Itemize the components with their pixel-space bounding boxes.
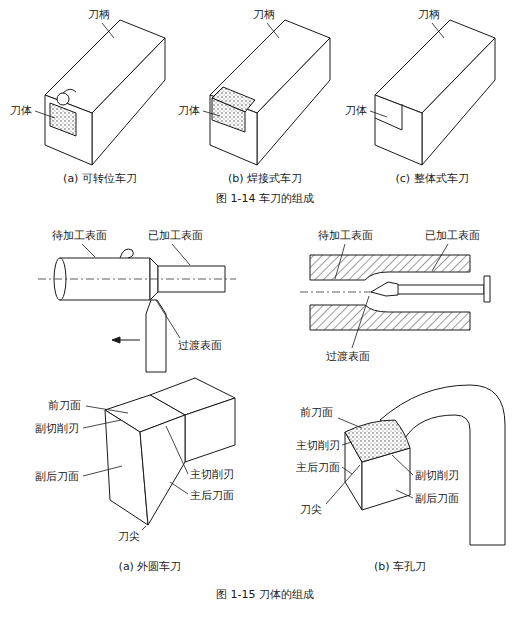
- turned-workpiece: [38, 249, 236, 372]
- solid-tool: [375, 20, 495, 165]
- part-label: 副后刀面: [415, 492, 459, 505]
- subfigure-caption: (c) 整体式车刀: [395, 172, 468, 185]
- part-label: 刀体: [10, 104, 32, 117]
- part-label: 副切削刃: [35, 422, 79, 435]
- surface-label: 已加工表面: [148, 229, 203, 242]
- part-label: 主后刀面: [296, 461, 340, 474]
- part-label: 刀柄: [418, 8, 440, 21]
- leader-lines: [35, 23, 448, 530]
- part-label: 刀柄: [88, 8, 110, 21]
- part-label: 刀尖: [118, 530, 140, 543]
- part-label: 主切削刃: [190, 468, 234, 481]
- part-label: 主切削刃: [296, 439, 340, 452]
- figure-caption: 图 1-15 刀体的组成: [216, 588, 314, 601]
- subfigure-caption: (a) 可转位车刀: [63, 172, 137, 185]
- part-label: 前刀面: [300, 406, 333, 419]
- part-label: 刀尖: [300, 503, 322, 516]
- part-label: 刀体: [178, 104, 200, 117]
- part-label: 副切削刃: [415, 469, 459, 482]
- part-label: 主后刀面: [190, 489, 234, 502]
- bored-workpiece: [300, 255, 490, 330]
- part-label: 前刀面: [48, 399, 81, 412]
- surface-label: 过渡表面: [178, 339, 222, 352]
- figure-caption: 图 1-14 车刀的组成: [216, 192, 314, 205]
- surface-label: 待加工表面: [52, 229, 107, 242]
- subfigure-caption: (b) 车孔刀: [374, 560, 426, 573]
- part-label: 刀柄: [253, 8, 275, 21]
- surface-label: 待加工表面: [318, 229, 373, 242]
- surface-label: 已加工表面: [425, 229, 480, 242]
- subfigure-caption: (a) 外圆车刀: [119, 560, 182, 573]
- part-label: 刀体: [345, 104, 367, 117]
- boring-tool: [345, 385, 505, 545]
- external-turning-tool: [105, 378, 235, 525]
- brazed-tool: [210, 20, 330, 165]
- subfigure-caption: (b) 焊接式车刀: [228, 172, 302, 185]
- part-label: 副后刀面: [35, 470, 79, 483]
- surface-label: 过渡表面: [326, 350, 370, 363]
- indexable-tool: [45, 20, 165, 165]
